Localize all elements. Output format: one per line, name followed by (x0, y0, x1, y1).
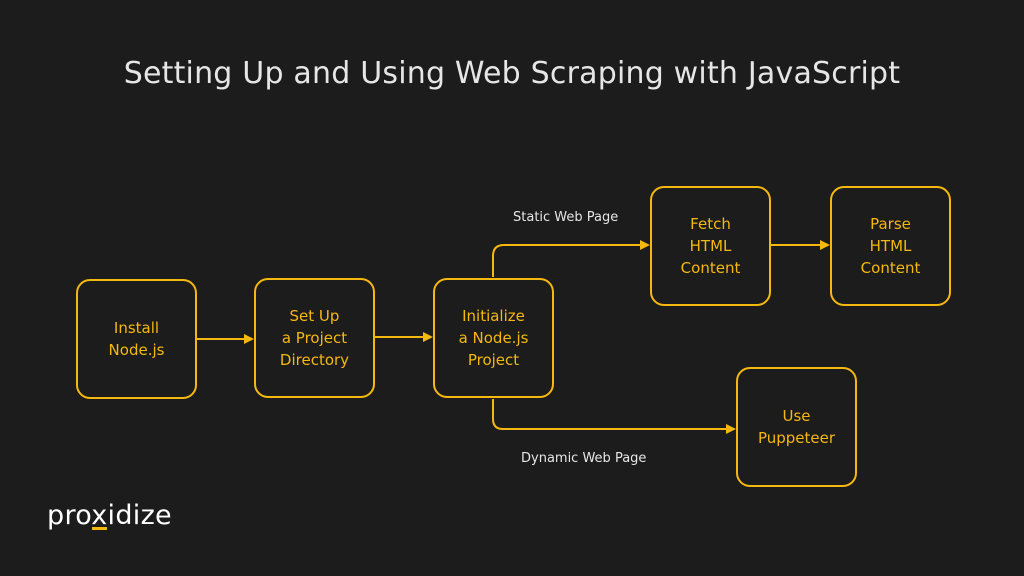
edge-label-static: Static Web Page (513, 210, 619, 225)
logo-underline-mark (92, 527, 107, 530)
node-parse-html: Parse HTML Content (830, 186, 951, 306)
diagram-title: Setting Up and Using Web Scraping with J… (123, 56, 901, 91)
node-initialize-project: Initialize a Node.js Project (433, 278, 554, 398)
edge-label-dynamic: Dynamic Web Page (521, 451, 647, 466)
node-install-nodejs-label: Install Node.js (108, 319, 165, 359)
node-use-puppeteer: Use Puppeteer (736, 367, 857, 487)
logo-text-start: pro (47, 500, 92, 531)
node-setup-project-directory-label: Set Up a Project Directory (279, 307, 350, 369)
node-fetch-html-label: Fetch HTML Content (680, 215, 741, 277)
node-install-nodejs: Install Node.js (76, 279, 197, 399)
node-use-puppeteer-label: Use Puppeteer (757, 407, 836, 447)
logo-text-x: x (91, 500, 108, 531)
logo-x-mark: x (91, 500, 107, 531)
arrow-init-to-puppeteer (492, 399, 736, 434)
node-setup-project-directory: Set Up a Project Directory (254, 278, 375, 398)
logo-text-end: idize (107, 500, 172, 531)
node-initialize-project-label: Initialize a Node.js Project (458, 307, 529, 369)
arrow-init-to-fetch (492, 240, 650, 277)
node-parse-html-label: Parse HTML Content (860, 215, 921, 277)
node-fetch-html: Fetch HTML Content (650, 186, 771, 306)
